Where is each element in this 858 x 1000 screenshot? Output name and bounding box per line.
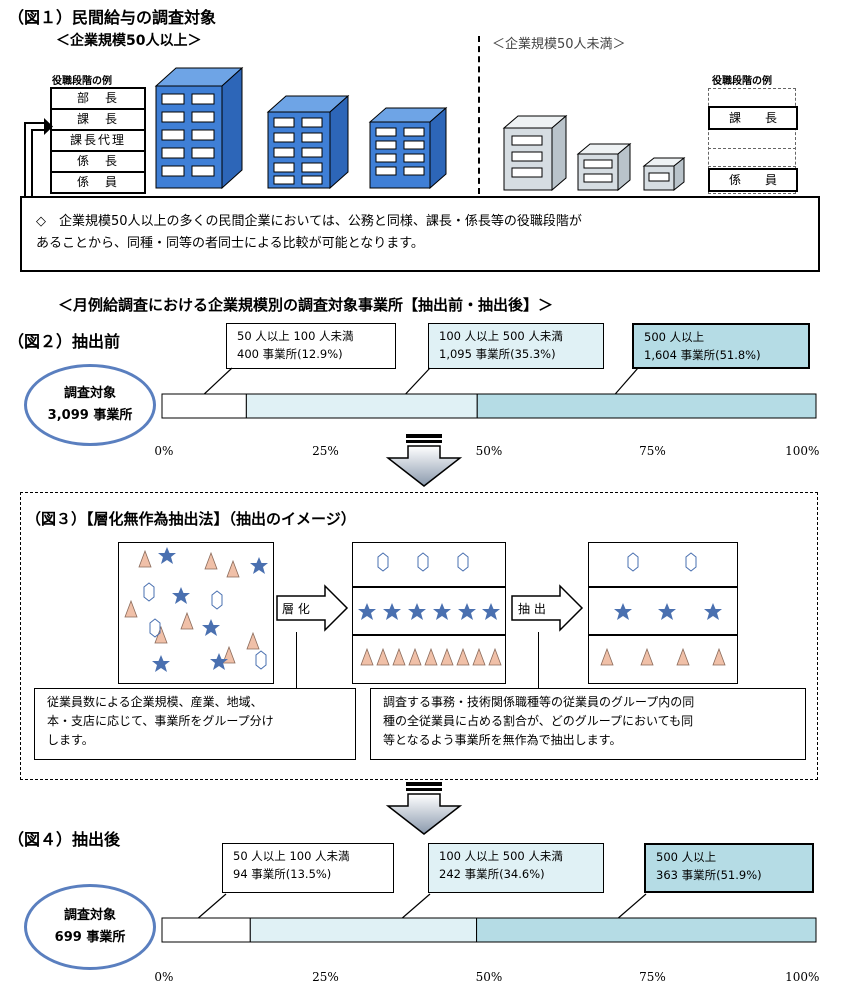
fig2-oval: 調査対象 3,099 事業所 bbox=[24, 364, 156, 446]
x-tick-label: 0% bbox=[154, 970, 174, 984]
down-arrow-icon bbox=[385, 434, 463, 487]
callout-line: 1,095 事業所(35.3%) bbox=[439, 347, 556, 361]
fig3-title: （図３）【層化無作為抽出法】（抽出のイメージ） bbox=[26, 510, 356, 528]
callout-line: 1,604 事業所(51.8%) bbox=[644, 348, 761, 362]
stratify-arrow-icon bbox=[276, 584, 349, 632]
sampled-shapes bbox=[589, 552, 737, 666]
callout-line: 242 事業所(34.6%) bbox=[439, 867, 545, 881]
oval-line2: 699 事業所 bbox=[54, 930, 126, 945]
x-tick-label: 50% bbox=[475, 444, 503, 458]
stratify-label: 層 化 bbox=[282, 602, 310, 616]
small-buildings-icon bbox=[502, 114, 686, 192]
bar-segment-1 bbox=[161, 393, 247, 419]
role-cell: 部 長 bbox=[52, 89, 144, 110]
role-cell: 係 員 bbox=[76, 175, 119, 189]
desc-line: します。 bbox=[47, 733, 94, 747]
x-tick-label: 100% bbox=[785, 444, 820, 458]
fig1-note: ◇ 企業規模50人以上の多くの民間企業においては、公務と同様、課長・係長等の役職… bbox=[20, 196, 820, 272]
x-tick-label: 75% bbox=[639, 444, 666, 458]
bar-segment-3 bbox=[476, 917, 817, 943]
x-tick-label: 75% bbox=[639, 970, 666, 984]
x-tick-label: 0% bbox=[154, 444, 174, 458]
fig2-title: （図２）抽出前 bbox=[8, 332, 121, 351]
bar-segment-2 bbox=[245, 393, 478, 419]
fig1-note-line1: ◇ 企業規模50人以上の多くの民間企業においては、公務と同様、課長・係長等の役職… bbox=[36, 214, 582, 229]
fig4-callout-mid: 100 人以上 500 人未満 242 事業所(34.6%) bbox=[428, 843, 604, 893]
bar-segment-1 bbox=[161, 917, 251, 943]
fig4-callout-large: 500 人以上 363 事業所(51.9%) bbox=[644, 843, 814, 893]
role-cell: 係 長 bbox=[52, 152, 144, 173]
large-buildings-icon bbox=[154, 66, 448, 190]
fig3-desc-left: 従業員数による企業規模、産業、地域、 本・支店に応じて、事業所をグループ分け し… bbox=[34, 688, 356, 760]
oval-line1: 調査対象 bbox=[63, 908, 116, 923]
fig1-note-line2: あることから、同種・同等の者同士による比較が可能となります。 bbox=[36, 236, 424, 251]
role-cell-kacho: 課 長 bbox=[708, 106, 798, 130]
fig4-title: （図４）抽出後 bbox=[8, 830, 121, 849]
callout-line: 50 人以上 100 人未満 bbox=[233, 849, 350, 863]
fig4-axis: 0% 25% 50% 75% 100% bbox=[154, 970, 820, 988]
bracket-arrow-icon bbox=[24, 118, 53, 200]
x-tick-label: 25% bbox=[312, 444, 339, 458]
mixed-shapes bbox=[124, 547, 268, 672]
callout-line: 100 人以上 500 人未満 bbox=[439, 849, 563, 863]
divider bbox=[478, 36, 480, 194]
fig4-leaders bbox=[195, 893, 647, 921]
x-tick-label: 100% bbox=[785, 970, 820, 984]
roles-table-left: 部 長 課 長 課長代理 係 長 係 員 bbox=[50, 87, 146, 194]
fig2-callout-large: 500 人以上 1,604 事業所(51.8%) bbox=[632, 323, 810, 369]
x-tick-label: 25% bbox=[312, 970, 339, 984]
desc-line: 従業員数による企業規模、産業、地域、 bbox=[47, 695, 263, 709]
role-cell: 課 長 bbox=[52, 110, 144, 131]
desc-line: 本・支店に応じて、事業所をグループ分け bbox=[47, 714, 274, 728]
fig3-desc-right: 調査する事務・技術関係職種等の従業員のグループ内の同 種の全従業員に占める割合が… bbox=[370, 688, 806, 760]
callout-line: 100 人以上 500 人未満 bbox=[439, 329, 563, 343]
fig2-axis: 0% 25% 50% 75% 100% bbox=[154, 444, 820, 462]
stratified-box bbox=[352, 542, 506, 684]
callout-line: 500 人以上 bbox=[644, 330, 705, 344]
bar-segment-3 bbox=[476, 393, 817, 419]
down-arrow-icon bbox=[385, 782, 463, 835]
fig1-title: （図１）民間給与の調査対象 bbox=[8, 8, 217, 27]
roles-label-right: 役職段階の例 bbox=[712, 76, 772, 87]
sampled-box bbox=[588, 542, 738, 684]
callout-line: 50 人以上 100 人未満 bbox=[237, 329, 354, 343]
roles-frame-right bbox=[708, 88, 796, 194]
callout-line: 94 事業所(13.5%) bbox=[233, 867, 332, 881]
fig3-frame bbox=[20, 492, 818, 780]
large-company-heading: ＜企業規模50人以上＞ bbox=[56, 33, 202, 49]
x-tick-label: 50% bbox=[475, 970, 503, 984]
fig4-callout-small: 50 人以上 100 人未満 94 事業所(13.5%) bbox=[222, 843, 394, 893]
desc-line: 等となるよう事業所を無作為で抽出します。 bbox=[383, 733, 622, 747]
small-company-heading: ＜企業規模50人未満＞ bbox=[492, 37, 626, 52]
callout-line: 363 事業所(51.9%) bbox=[656, 868, 762, 882]
role-cell: 課長代理 bbox=[52, 131, 144, 152]
desc-line: 種の全従業員に占める割合が、どのグループにおいても同 bbox=[383, 714, 694, 728]
fig2-callout-mid: 100 人以上 500 人未満 1,095 事業所(35.3%) bbox=[428, 323, 604, 369]
mixed-population-box bbox=[118, 542, 274, 684]
oval-line2: 3,099 事業所 bbox=[47, 408, 133, 423]
fig4-oval: 調査対象 699 事業所 bbox=[24, 884, 156, 970]
desc-line: 調査する事務・技術関係職種等の従業員のグループ内の同 bbox=[383, 695, 695, 709]
callout-line: 400 事業所(12.9%) bbox=[237, 347, 343, 361]
role-cell-kakari: 係 員 bbox=[708, 168, 798, 192]
roles-label-left: 役職段階の例 bbox=[52, 76, 112, 87]
oval-line1: 調査対象 bbox=[63, 386, 116, 401]
extract-arrow-icon bbox=[511, 584, 584, 632]
fig2-callout-small: 50 人以上 100 人未満 400 事業所(12.9%) bbox=[226, 323, 396, 369]
fig2-stacked-bar bbox=[161, 393, 817, 419]
stratified-shapes bbox=[353, 552, 505, 666]
bar-segment-2 bbox=[249, 917, 478, 943]
callout-line: 500 人以上 bbox=[656, 850, 717, 864]
fig4-stacked-bar bbox=[161, 917, 817, 943]
extract-label: 抽 出 bbox=[518, 602, 546, 616]
section-title: ＜月例給調査における企業規模別の調査対象事業所【抽出前・抽出後】＞ bbox=[58, 296, 554, 314]
